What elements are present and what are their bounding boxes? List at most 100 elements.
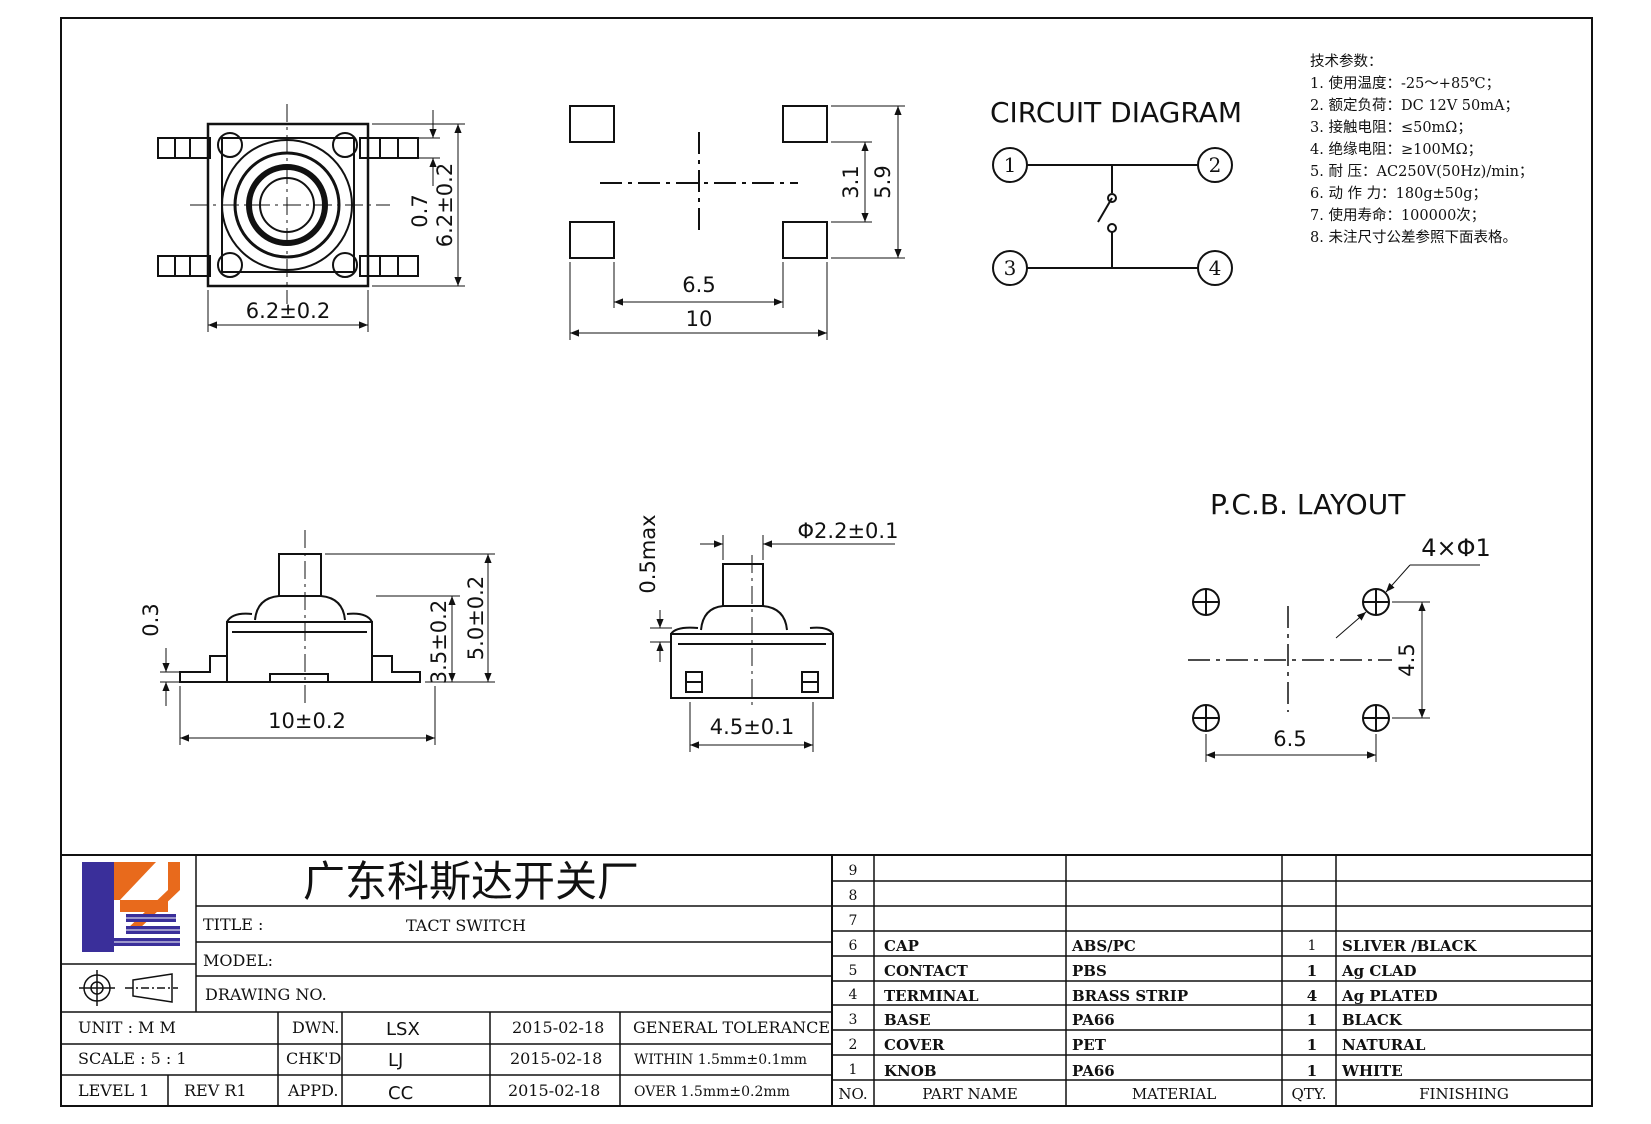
appd-name: CC <box>388 1083 413 1104</box>
circuit-title: CIRCUIT DIAGRAM <box>990 96 1242 129</box>
part-finishing: WHITE <box>1341 1062 1403 1080</box>
title-value: TACT SWITCH <box>406 916 526 935</box>
header-qty: QTY. <box>1291 1085 1326 1103</box>
model-label: MODEL: <box>203 951 273 970</box>
end-view <box>650 535 895 752</box>
level-cell: LEVEL 1 <box>78 1081 149 1100</box>
header-material: MATERIAL <box>1132 1085 1216 1103</box>
spec-item: 7. 使用寿命：100000次； <box>1310 206 1485 224</box>
footprint-inner-height-dim: 3.1 <box>839 165 863 198</box>
parts-rows: 9 8 7 6 CAP ABS/PC 1 SLIVER /BLACK 5 CON… <box>849 863 1478 1080</box>
company-name: 广东科斯达开关厂 <box>303 857 639 906</box>
part-material: ABS/PC <box>1071 937 1136 955</box>
footprint-view <box>569 105 905 340</box>
dwn-name: LSX <box>386 1019 420 1040</box>
pcb-width-dim: 6.5 <box>1273 727 1306 751</box>
footprint-outer-height-dim: 5.9 <box>871 165 895 198</box>
scale-cell: SCALE : 5 : 1 <box>78 1049 187 1068</box>
pcb-layout <box>1188 564 1480 762</box>
part-material: PA66 <box>1072 1062 1115 1080</box>
spec-item: 5. 耐 压：AC250V(50Hz)/min； <box>1310 163 1533 180</box>
table-row: 9 <box>849 863 858 879</box>
table-row: 7 <box>849 913 858 929</box>
spec-item: 4. 绝缘电阻：≥100MΩ； <box>1310 141 1482 158</box>
pcb-title: P.C.B. LAYOUT <box>1210 488 1406 521</box>
part-no: 7 <box>849 913 858 929</box>
side-length-dim: 10±0.2 <box>268 709 346 733</box>
part-no: 1 <box>849 1062 858 1078</box>
side-lead-dim: 0.3 <box>139 603 163 636</box>
part-no: 9 <box>849 863 858 879</box>
appd-label: APPD. <box>287 1081 338 1100</box>
part-finishing: SLIVER /BLACK <box>1342 937 1477 955</box>
table-row: 8 <box>849 888 858 904</box>
footprint-outer-width-dim: 10 <box>686 307 713 331</box>
part-qty: 1 <box>1307 962 1317 980</box>
dwn-label: DWN. <box>292 1018 339 1037</box>
top-width-dim: 6.2±0.2 <box>246 299 330 323</box>
circuit-pin-2: 2 <box>1209 153 1222 177</box>
tolerance-within: WITHIN 1.5mm±0.1mm <box>634 1052 807 1068</box>
circuit-pin-4: 4 <box>1209 256 1222 280</box>
company-logo <box>82 862 180 952</box>
projection-symbol-icon <box>79 970 178 1006</box>
part-finishing: Ag CLAD <box>1341 962 1416 980</box>
parts-table <box>832 855 1592 1106</box>
part-qty: 1 <box>1307 1062 1317 1080</box>
part-name: TERMINAL <box>884 987 979 1005</box>
table-row: 2 COVER PET 1 NATURAL <box>849 1036 1426 1054</box>
part-qty: 1 <box>1307 1011 1317 1029</box>
part-finishing: NATURAL <box>1342 1036 1426 1054</box>
pcb-holes-dim: 4×Φ1 <box>1421 534 1491 562</box>
top-view <box>157 104 465 332</box>
part-no: 4 <box>849 987 858 1003</box>
footprint-inner-width-dim: 6.5 <box>682 273 715 297</box>
part-finishing: BLACK <box>1342 1011 1403 1029</box>
pcb-height-dim: 4.5 <box>1395 643 1419 676</box>
part-name: BASE <box>884 1011 931 1029</box>
table-row: 5 CONTACT PBS 1 Ag CLAD <box>849 962 1417 980</box>
part-qty: 1 <box>1308 938 1317 954</box>
title-block <box>61 854 1592 1106</box>
spec-item: 1. 使用温度：-25～+85℃； <box>1310 75 1500 92</box>
header-no: NO. <box>838 1085 867 1103</box>
part-name: CAP <box>884 937 919 955</box>
spec-item: 3. 接触电阻：≤50mΩ； <box>1310 119 1472 136</box>
end-width-dim: 4.5±0.1 <box>710 715 794 739</box>
spec-list: 技术参数： 1. 使用温度：-25～+85℃； 2. 额定负荷：DC 12V 5… <box>1310 53 1533 246</box>
parts-header: NO. PART NAME MATERIAL QTY. FINISHING <box>838 1085 1509 1103</box>
circuit-pin-1: 1 <box>1004 153 1017 177</box>
end-max-dim: 0.5max <box>636 514 660 593</box>
chkd-label: CHK'D <box>286 1049 341 1068</box>
tolerance-heading: GENERAL TOLERANCE <box>633 1018 830 1037</box>
part-finishing: Ag PLATED <box>1341 987 1438 1005</box>
part-material: PET <box>1072 1036 1107 1054</box>
part-no: 6 <box>849 938 858 954</box>
dwn-date: 2015-02-18 <box>512 1018 604 1037</box>
part-name: KNOB <box>884 1062 937 1080</box>
unit-cell: UNIT : M M <box>78 1018 176 1037</box>
side-total-height-dim: 5.0±0.2 <box>464 576 488 660</box>
chkd-name: LJ <box>388 1050 403 1071</box>
spec-item: 8. 未注尺寸公差参照下面表格。 <box>1310 229 1517 246</box>
table-row: 4 TERMINAL BRASS STRIP 4 Ag PLATED <box>849 987 1438 1005</box>
side-body-height-dim: 3.5±0.2 <box>427 600 451 684</box>
part-name: COVER <box>884 1036 945 1054</box>
side-view <box>160 530 495 745</box>
top-pin-dim: 0.7 <box>408 194 432 227</box>
part-no: 8 <box>849 888 858 904</box>
circuit-pin-3: 3 <box>1004 256 1017 280</box>
part-material: PA66 <box>1072 1011 1115 1029</box>
table-row: 6 CAP ABS/PC 1 SLIVER /BLACK <box>849 937 1478 955</box>
header-finishing: FINISHING <box>1419 1085 1509 1103</box>
drawing-frame <box>60 17 1593 1107</box>
part-material: BRASS STRIP <box>1072 987 1188 1005</box>
part-no: 3 <box>849 1012 858 1028</box>
end-knob-dim: Φ2.2±0.1 <box>798 519 899 543</box>
title-label: TITLE : <box>203 915 263 934</box>
spec-heading: 技术参数： <box>1310 53 1383 70</box>
table-row: 1 KNOB PA66 1 WHITE <box>849 1062 1403 1080</box>
rev-cell: REV R1 <box>184 1081 247 1100</box>
spec-item: 2. 额定负荷：DC 12V 50mA； <box>1310 97 1519 114</box>
